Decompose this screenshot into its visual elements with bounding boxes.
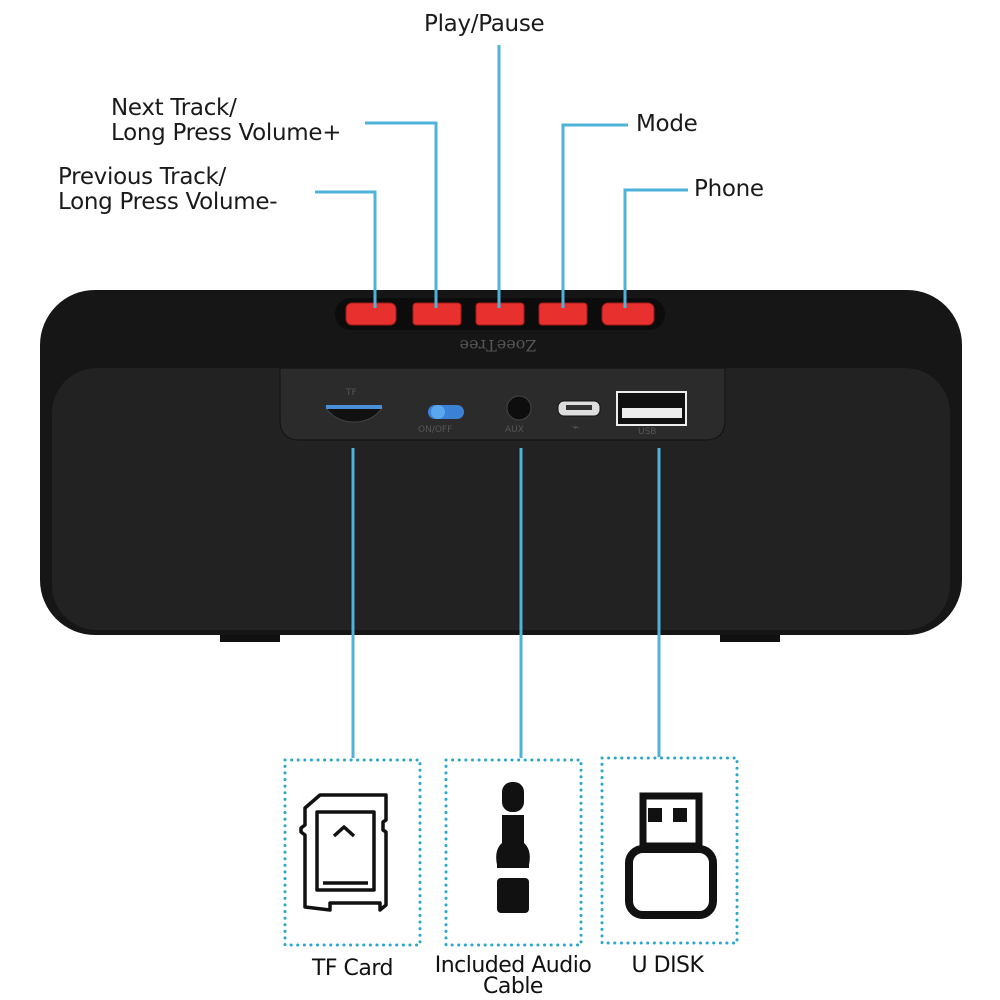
u-disk-box [600,756,739,945]
port-label-micro-usb: ⌁ [572,420,580,434]
tf-card-box [283,758,422,947]
speaker-front-panel [52,368,950,630]
tf-slot [325,407,383,423]
caption-tf-card: TF Card [311,956,394,981]
audio-cable-box [444,758,583,947]
phone-button[interactable] [601,302,655,326]
port-label-switch: ON/OFF [418,425,453,435]
label-play-pause: Play/Pause [424,11,545,37]
previous-track-button[interactable] [345,302,397,326]
port-label-aux: AUX [505,425,524,435]
label-mode: Mode [636,111,698,137]
sd-card-icon [299,793,388,912]
usb-port-tongue [622,408,682,418]
usb-drive-icon [625,792,717,919]
brand-logo: ZoeeTree [460,336,537,355]
callout-lines [315,45,688,758]
port-label-tf: TF [346,388,357,398]
audio-jack-icon [496,782,530,913]
caption-audio-cable-line2: Cable [483,974,543,999]
label-previous-track-line2: Long Press Volume- [58,189,278,215]
port-panel [279,367,726,441]
micro-usb-pins [566,405,592,410]
caption-audio-cable-line1: Included Audio [434,953,592,978]
label-previous-track-line1: Previous Track/ [58,164,226,190]
label-next-track-line2: Long Press Volume+ [111,120,342,146]
label-phone: Phone [694,176,764,202]
power-switch-knob [431,405,445,419]
tf-slot-highlight [326,405,382,409]
label-next-track-line1: Next Track/ [111,95,237,121]
aux-port [506,395,532,421]
port-label-usb: USB [638,427,657,437]
caption-u-disk: U DISK [631,953,704,978]
